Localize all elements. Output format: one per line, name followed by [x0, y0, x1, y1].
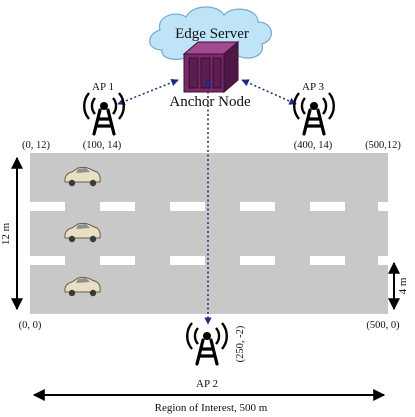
corner-bottom-left: (0, 0) [19, 320, 42, 331]
ap2-antenna-icon [185, 321, 229, 366]
link-anchor-ap3 [241, 79, 297, 105]
ap3-name: AP 3 [302, 81, 324, 93]
lane-markings [30, 202, 388, 265]
region-label: Region of Interest, 500 m [155, 402, 268, 414]
anchor-node-server-icon [182, 40, 240, 94]
ap1-coord: (100, 14) [83, 140, 122, 151]
height-dimension-label: 12 m [0, 222, 12, 245]
ap1-antenna-icon [82, 91, 126, 136]
corner-top-right: (500,12) [365, 140, 401, 151]
ap3-coord: (400, 14) [294, 140, 333, 151]
ap2-name: AP 2 [196, 378, 218, 390]
ap3-antenna-icon [292, 91, 336, 136]
lane-dimension-label: 4 m [397, 277, 409, 294]
link-anchor-ap1 [117, 79, 179, 105]
edge-server-label: Edge Server [175, 26, 249, 42]
ap2-coord: (250, -2) [235, 325, 246, 362]
anchor-node-label: Anchor Node [169, 94, 251, 110]
corner-top-left: (0, 12) [22, 140, 50, 151]
corner-bottom-right: (500, 0) [366, 320, 400, 331]
ap1-name: AP 1 [92, 81, 114, 93]
